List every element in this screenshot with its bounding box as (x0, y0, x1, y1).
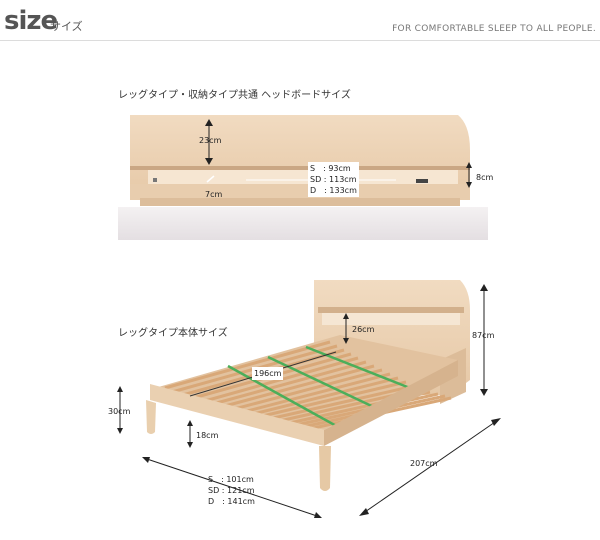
bed-illustration (117, 280, 501, 518)
height-arrow-head-top (205, 119, 213, 126)
upper-height-arrow-bottom (343, 338, 349, 344)
bed-section-label: レッグタイプ本体サイズ (118, 328, 228, 339)
width-arrow (143, 457, 321, 518)
shelf-arrow-top (466, 162, 472, 168)
page-tagline: FOR COMFORTABLE SLEEP TO ALL PEOPLE. (392, 24, 596, 34)
headboard-section-label: レッグタイプ・収納タイプ共通 ヘッドボードサイズ (118, 90, 351, 101)
leg-clearance-arrow-top (187, 420, 193, 426)
bed-headboard-shelf (318, 307, 464, 313)
bed-inner-length-label: 196cm (252, 367, 284, 380)
total-length-arrow-end (491, 418, 501, 426)
bed-leg-clearance-label: 18cm (196, 431, 219, 440)
headboard-width-s: S : 93cm (310, 164, 351, 173)
total-length-arrow-start (359, 508, 369, 516)
bed-width-s: S : 101cm (208, 475, 254, 484)
headboard-illustration (118, 115, 488, 240)
bed-width-d: D : 141cm (208, 497, 255, 506)
width-arrow-start (142, 457, 150, 463)
shelf-arrow-bottom (466, 182, 472, 188)
side-height-arrow-bottom (117, 428, 123, 434)
width-arrow-end (314, 512, 322, 518)
headboard-width-d: D : 133cm (310, 186, 357, 195)
bed-front-rail (150, 384, 324, 446)
bed-leg-front-right (319, 446, 331, 491)
total-height-arrow-top (480, 284, 488, 291)
headboard-height-label: 23cm (199, 136, 222, 145)
headboard-shelf-top (130, 166, 470, 170)
headboard-width-sd: SD : 113cm (310, 175, 357, 184)
headboard-depth-label: 7cm (205, 190, 223, 199)
bed-width-sd: SD : 121cm (208, 486, 255, 495)
headboard-outlet-left (153, 178, 157, 182)
bed-width-list: S : 101cm SD : 121cm D : 141cm (208, 474, 255, 507)
total-length-arrow (361, 419, 499, 515)
bed-total-height-label: 87cm (472, 331, 495, 340)
headboard-shelf-recess (148, 170, 458, 184)
headboard-base (130, 184, 470, 200)
page-subtitle: サイズ (50, 20, 83, 33)
total-height-arrow-bottom (480, 389, 488, 396)
side-height-arrow-top (117, 386, 123, 392)
headboard-width-list: S : 93cm SD : 113cm D : 133cm (308, 162, 359, 197)
bed-headboard-recess (322, 313, 460, 325)
bed-slat-supports (227, 345, 421, 430)
shelf-height-label: 8cm (476, 173, 494, 182)
upper-height-arrow-top (343, 313, 349, 319)
headboard-outlet (416, 179, 428, 183)
height-arrow-head-bottom (205, 158, 213, 165)
headboard-mattress (118, 207, 488, 240)
bed-total-length-label: 207cm (410, 459, 438, 468)
bed-foot-rail (324, 360, 458, 446)
leg-clearance-arrow-bottom (187, 442, 193, 448)
bed-leg-front-left (146, 400, 156, 434)
depth-arrow (206, 175, 215, 183)
headboard-bottom-rail (140, 198, 460, 206)
header-divider (0, 40, 600, 41)
bed-side-height-label: 30cm (108, 407, 131, 416)
page-title: size (4, 6, 58, 36)
bed-upper-height-label: 26cm (352, 325, 375, 334)
